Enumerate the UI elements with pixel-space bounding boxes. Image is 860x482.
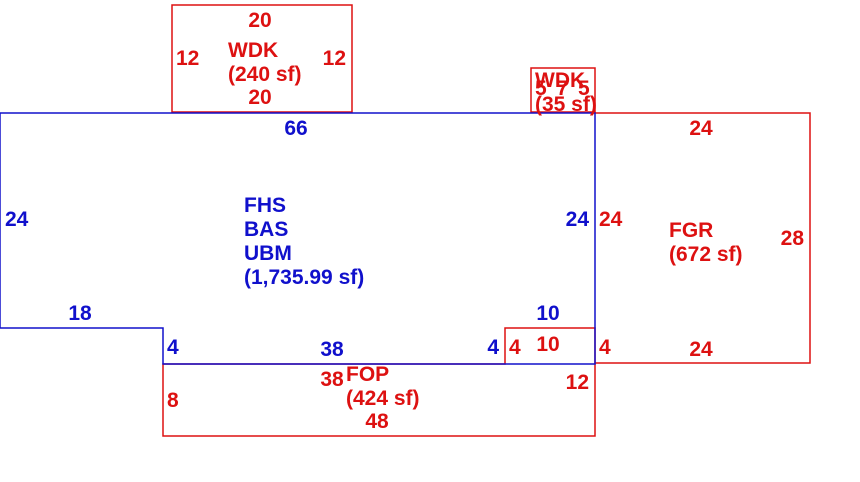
- dim-fop-right: 12: [566, 371, 589, 394]
- wdk-top-code: WDK: [228, 39, 278, 62]
- wdk-small-dims: 5 7 5: [535, 77, 592, 100]
- dim-wdk-top-bottom: 20: [248, 86, 271, 109]
- dim-fop-left: 8: [167, 389, 179, 412]
- dim-fgr-bottom: 24: [689, 338, 713, 361]
- fop-area: (424 sf): [346, 387, 420, 410]
- dim-fgr-left: 24: [599, 208, 623, 231]
- dim-main-top: 66: [284, 117, 307, 140]
- main-code-3: UBM: [244, 242, 292, 265]
- dim-main-right: 24: [566, 208, 590, 231]
- dim-fop-notch-top: 10: [536, 333, 559, 356]
- dim-wdk-top-right: 12: [323, 47, 346, 70]
- fop-code: FOP: [346, 363, 389, 386]
- wdk-small-code: WDK: [535, 69, 585, 92]
- dim-main-bottom-left: 18: [68, 302, 92, 325]
- main-code-1: FHS: [244, 194, 286, 217]
- main-outline: [0, 112, 596, 365]
- main-area: (1,735.99 sf): [244, 266, 364, 289]
- dim-wdk-top-top: 20: [248, 9, 271, 32]
- dim-fop-top: 38: [320, 368, 344, 391]
- dim-main-left: 24: [5, 208, 29, 231]
- dim-main-step-left: 4: [167, 336, 179, 359]
- dim-main-notch-top: 10: [536, 302, 559, 325]
- fgr-outline: [595, 112, 811, 364]
- dim-fgr-top: 24: [689, 117, 713, 140]
- main-code-2: BAS: [244, 218, 288, 241]
- dim-main-bottom-mid: 38: [320, 338, 344, 361]
- wdk-small-outline: [530, 67, 596, 113]
- fgr-area: (672 sf): [669, 243, 743, 266]
- dim-fop-notch-left: 4: [509, 336, 521, 359]
- dim-main-step-right: 4: [487, 336, 499, 359]
- wdk-top-area: (240 sf): [228, 63, 302, 86]
- dim-wdk-top-left: 12: [176, 47, 199, 70]
- dim-fgr-step: 4: [599, 336, 611, 359]
- wdk-top-outline: [171, 4, 353, 113]
- dim-fop-bottom: 48: [365, 410, 389, 433]
- wdk-small-area: (35 sf): [535, 93, 597, 116]
- fgr-code: FGR: [669, 219, 713, 242]
- dim-fgr-right: 28: [781, 227, 805, 250]
